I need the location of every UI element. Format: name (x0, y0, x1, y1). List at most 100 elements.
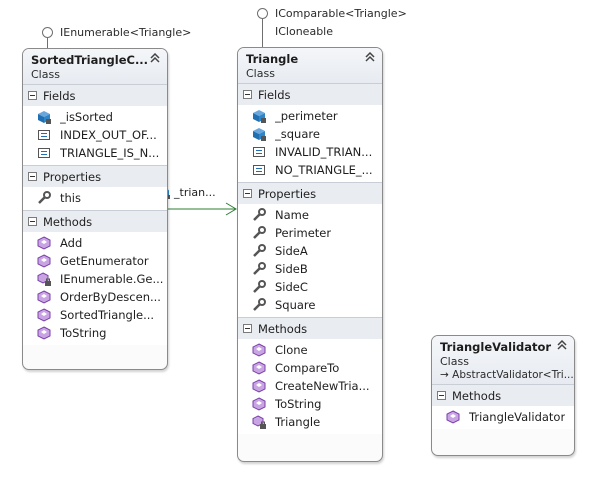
member-row[interactable]: Clone (238, 341, 382, 359)
member-row[interactable]: ToString (23, 324, 167, 342)
method-icon (252, 343, 266, 357)
member-row[interactable]: Square (238, 296, 382, 314)
section-title: Properties (43, 169, 102, 184)
method-private-icon (37, 272, 51, 286)
class-sorted-triangle-collection[interactable]: SortedTriangleC... Class Fields _isSorte… (22, 48, 168, 370)
class-kind: Class (246, 67, 275, 80)
interface-stem (262, 19, 263, 47)
collapse-box-icon[interactable] (437, 391, 446, 400)
interface-circle-icon (42, 27, 53, 38)
class-header: TriangleValidator Class → AbstractValida… (432, 336, 574, 384)
section-methods[interactable]: Methods (432, 384, 574, 406)
member-row[interactable]: SideA (238, 242, 382, 260)
member-row[interactable]: CreateNewTria... (238, 377, 382, 395)
collapse-box-icon[interactable] (28, 91, 37, 100)
member-name: _perimeter (275, 109, 338, 123)
collapse-box-icon[interactable] (243, 324, 252, 333)
class-header: SortedTriangleC... Class (23, 49, 167, 84)
class-base-type: → AbstractValidator<Tri... (440, 369, 574, 381)
methods-list: TriangleValidator (432, 406, 574, 429)
member-row[interactable]: SideC (238, 278, 382, 296)
member-name: OrderByDescen... (60, 290, 161, 304)
section-methods[interactable]: Methods (238, 317, 382, 339)
collapse-box-icon[interactable] (28, 172, 37, 181)
section-fields[interactable]: Fields (238, 83, 382, 105)
member-row[interactable]: SideB (238, 260, 382, 278)
collapse-box-icon[interactable] (243, 90, 252, 99)
member-row[interactable]: _perimeter (238, 107, 382, 125)
section-title: Fields (43, 88, 76, 103)
member-name: TriangleValidator (469, 410, 566, 424)
member-row[interactable]: this (23, 189, 167, 207)
member-row[interactable]: Name (238, 206, 382, 224)
member-name: SideB (275, 262, 308, 276)
interface-stem (47, 38, 48, 48)
constant-icon (37, 146, 51, 160)
member-row[interactable]: INDEX_OUT_OF... (23, 126, 167, 144)
section-properties[interactable]: Properties (238, 182, 382, 204)
member-name: CreateNewTria... (275, 379, 370, 393)
member-row[interactable]: _isSorted (23, 108, 167, 126)
method-icon (37, 236, 51, 250)
class-kind: Class (31, 68, 60, 81)
member-row[interactable]: TriangleValidator (432, 408, 574, 426)
method-icon (37, 326, 51, 340)
class-kind: Class (440, 355, 469, 368)
member-row[interactable]: INVALID_TRIAN... (238, 143, 382, 161)
constant-icon (252, 145, 266, 159)
member-name: NO_TRIANGLE_... (275, 163, 373, 177)
field-private-icon (252, 109, 266, 123)
member-name: Square (275, 298, 316, 312)
collapse-box-icon[interactable] (28, 217, 37, 226)
interface-label: IEnumerable<Triangle> (60, 26, 192, 39)
property-icon (37, 191, 51, 205)
member-name: IEnumerable.Ge... (60, 272, 164, 286)
field-private-icon (252, 127, 266, 141)
collapse-chevron-icon[interactable] (557, 340, 567, 350)
member-row[interactable]: SortedTriangle... (23, 306, 167, 324)
collapse-box-icon[interactable] (243, 189, 252, 198)
section-title: Methods (258, 321, 308, 336)
method-icon (252, 361, 266, 375)
member-name: SortedTriangle... (60, 308, 155, 322)
member-row[interactable]: ToString (238, 395, 382, 413)
method-icon (446, 410, 460, 424)
collapse-chevron-icon[interactable] (365, 52, 375, 62)
section-properties[interactable]: Properties (23, 165, 167, 187)
section-title: Methods (452, 388, 502, 403)
method-icon (37, 290, 51, 304)
member-row[interactable]: OrderByDescen... (23, 288, 167, 306)
member-name: SideC (275, 280, 308, 294)
member-row[interactable]: GetEnumerator (23, 252, 167, 270)
member-name: SideA (275, 244, 308, 258)
property-icon (252, 298, 266, 312)
member-name: GetEnumerator (60, 254, 149, 268)
member-name: Perimeter (275, 226, 332, 240)
member-name: ToString (275, 397, 322, 411)
collapse-chevron-icon[interactable] (150, 53, 160, 63)
class-triangle-validator[interactable]: TriangleValidator Class → AbstractValida… (431, 335, 575, 456)
class-header: Triangle Class (238, 48, 382, 83)
member-row[interactable]: IEnumerable.Ge... (23, 270, 167, 288)
member-row[interactable]: Triangle (238, 413, 382, 431)
member-name: Add (60, 236, 83, 250)
member-row[interactable]: NO_TRIANGLE_... (238, 161, 382, 179)
member-row[interactable]: CompareTo (238, 359, 382, 377)
section-fields[interactable]: Fields (23, 84, 167, 106)
member-name: CompareTo (275, 361, 340, 375)
property-icon (252, 280, 266, 294)
section-title: Fields (258, 87, 291, 102)
member-row[interactable]: _square (238, 125, 382, 143)
member-row[interactable]: Perimeter (238, 224, 382, 242)
section-methods[interactable]: Methods (23, 210, 167, 232)
class-name: TriangleValidator (440, 340, 552, 354)
member-row[interactable]: TRIANGLE_IS_N... (23, 144, 167, 162)
member-row[interactable]: Add (23, 234, 167, 252)
member-name: this (60, 191, 81, 205)
member-name: Clone (275, 343, 308, 357)
